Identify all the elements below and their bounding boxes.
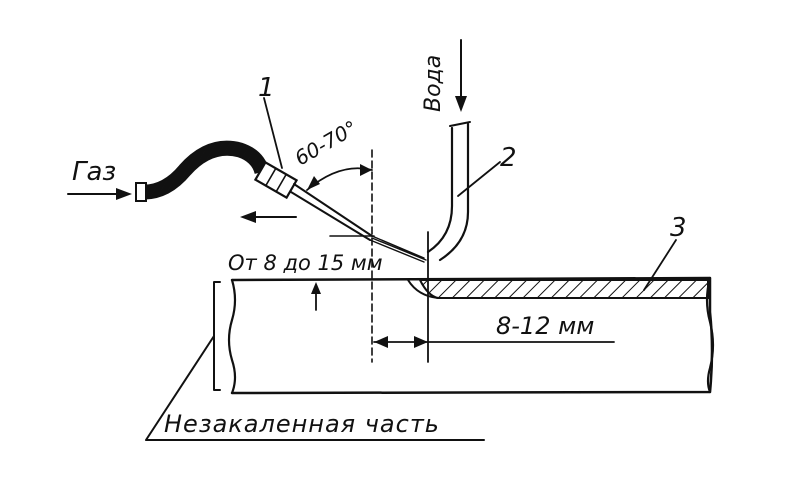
callout-1: 1	[258, 73, 275, 103]
angle-label: 60-70°	[291, 115, 362, 170]
distance-arrow	[311, 282, 321, 311]
workpiece-break-line	[227, 278, 237, 395]
callout-2-leader	[457, 161, 501, 197]
workpiece	[213, 276, 715, 395]
callout-2: 2	[500, 143, 517, 173]
workpiece-right-break	[705, 276, 715, 394]
unhardened-label: Незакаленная часть	[164, 410, 440, 438]
unhardened-leader	[145, 335, 485, 441]
hardened-layer-edge	[407, 279, 439, 299]
width-label: 8-12 мм	[496, 312, 594, 340]
gas-hose	[139, 142, 268, 198]
hardened-layer	[407, 279, 709, 299]
torch-nozzle	[290, 183, 373, 241]
torch	[135, 140, 427, 263]
water-pipe-right-wall	[438, 122, 470, 262]
water-label: Вода	[421, 55, 446, 112]
reference-lines	[371, 149, 429, 363]
gas-label: Газ	[72, 157, 116, 187]
callout-leaders	[263, 97, 677, 291]
gas-arrow	[67, 188, 132, 200]
width-dimension	[373, 336, 615, 348]
callout-3: 3	[670, 213, 687, 243]
water-pipe-left-wall	[426, 126, 454, 254]
water-arrow	[455, 39, 467, 112]
angle-indicator	[306, 164, 373, 191]
flame	[369, 235, 427, 263]
distance-label: От 8 до 15 мм	[228, 251, 383, 275]
callout-1-leader	[263, 97, 283, 169]
motion-arrow	[240, 211, 297, 223]
torch-connector	[253, 160, 299, 200]
water-pipe	[426, 121, 471, 262]
callout-3-leader	[643, 239, 677, 291]
